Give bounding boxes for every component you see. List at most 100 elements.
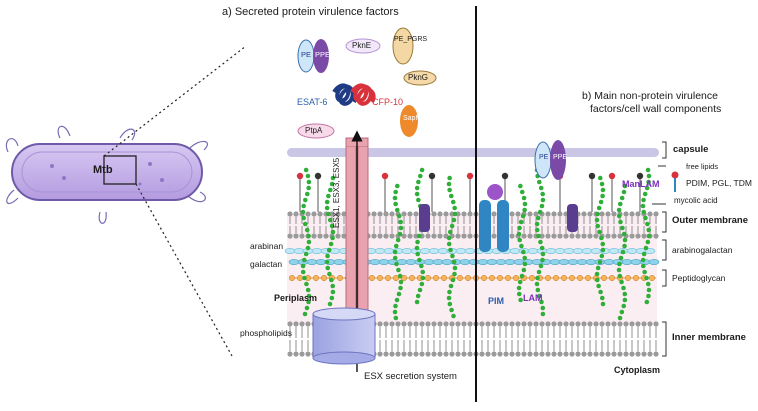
lipid-head xyxy=(575,233,581,239)
arabinogalactan-label: arabinogalactan xyxy=(672,245,733,255)
lipid-head xyxy=(587,211,593,217)
peptidoglycan-unit xyxy=(424,274,432,282)
lipid-head xyxy=(449,321,455,327)
sugar-unit xyxy=(329,223,335,229)
sugar-unit xyxy=(447,187,452,193)
lipid-head xyxy=(389,211,395,217)
sugar-unit xyxy=(330,283,336,289)
lipid-head xyxy=(575,321,581,327)
lipid-head xyxy=(287,351,293,357)
galactan-unit xyxy=(468,259,480,265)
lipid-head xyxy=(629,211,635,217)
arabinan-unit xyxy=(374,248,386,254)
lipid-head xyxy=(497,351,503,357)
sugar-unit xyxy=(451,313,456,319)
arabinan-unit xyxy=(563,248,575,254)
galactan-unit xyxy=(648,259,660,265)
peptidoglycan-unit xyxy=(632,274,640,282)
arabinan-unit xyxy=(608,248,620,254)
lipid-head xyxy=(503,321,509,327)
lipid-head xyxy=(599,211,605,217)
sugar-unit xyxy=(641,209,647,215)
arabinan-unit xyxy=(419,248,431,254)
sugar-unit xyxy=(521,195,527,201)
sugar-unit xyxy=(448,193,454,199)
lipid-head xyxy=(479,321,485,327)
sugar-unit xyxy=(619,279,624,285)
sugar-unit xyxy=(594,271,600,277)
lipid-head xyxy=(593,233,599,239)
sugar-unit xyxy=(392,249,398,255)
peptidoglycan-unit xyxy=(648,274,656,282)
sugar-unit xyxy=(519,243,524,249)
sugar-unit xyxy=(396,291,402,297)
sugar-unit xyxy=(598,199,604,205)
sugar-unit xyxy=(447,175,452,181)
lipid-head xyxy=(569,321,575,327)
lipid-head xyxy=(635,321,641,327)
peptidoglycan-unit xyxy=(376,274,384,282)
lipid-head xyxy=(653,321,659,327)
sugar-unit xyxy=(536,269,542,275)
lipid-head xyxy=(545,351,551,357)
lipid-head xyxy=(605,351,611,357)
sugar-unit xyxy=(522,207,527,213)
capsule-label: capsule xyxy=(673,144,709,155)
om-protein xyxy=(419,204,430,232)
lipid-head xyxy=(311,233,317,239)
sugar-unit xyxy=(301,215,306,221)
lipid-head xyxy=(611,233,617,239)
lipid-head xyxy=(311,211,317,217)
pe-pgrs-label: PE_PGRS xyxy=(394,36,428,43)
lipid-head xyxy=(599,321,605,327)
sugar-unit xyxy=(518,297,523,303)
lipid-head xyxy=(581,351,587,357)
sugar-unit xyxy=(646,179,651,185)
cytoplasm-label: Cytoplasm xyxy=(614,365,661,375)
sugar-unit xyxy=(327,271,332,277)
lipid-head xyxy=(593,351,599,357)
sugar-unit xyxy=(595,223,601,229)
galactan-unit xyxy=(477,259,489,265)
lipid-head xyxy=(569,233,575,239)
lipid-head xyxy=(287,211,293,217)
lipid-head xyxy=(383,321,389,327)
sugar-unit xyxy=(301,257,307,263)
lipid-head xyxy=(293,351,299,357)
peptidoglycan-unit xyxy=(288,274,296,282)
sugar-unit xyxy=(396,213,402,219)
peptidoglycan-unit xyxy=(408,274,416,282)
sugar-unit xyxy=(414,191,420,197)
sugar-unit xyxy=(304,227,310,233)
lipid-head xyxy=(407,233,413,239)
sugar-unit xyxy=(325,253,330,259)
galactan-unit xyxy=(378,259,390,265)
sugar-unit xyxy=(540,257,545,263)
sugar-unit xyxy=(450,277,456,283)
lipid-head xyxy=(287,321,293,327)
lipid-head xyxy=(629,321,635,327)
sugar-unit xyxy=(594,277,600,283)
sugar-unit xyxy=(540,191,545,197)
lipid-head xyxy=(467,321,473,327)
sugar-unit xyxy=(640,203,646,209)
sugar-unit xyxy=(595,265,601,271)
sugar-unit xyxy=(618,219,623,225)
phospholipids-label: phospholipids xyxy=(240,328,292,338)
lipid-head xyxy=(557,351,563,357)
sugar-unit xyxy=(516,285,522,291)
lipid-head xyxy=(551,211,557,217)
lipid-head xyxy=(425,351,431,357)
arabinan-unit xyxy=(401,248,413,254)
sugar-unit xyxy=(539,245,545,251)
lipid-head xyxy=(551,321,557,327)
arabinan-unit xyxy=(509,248,521,254)
peptidoglycan-unit xyxy=(560,274,568,282)
galactan-unit xyxy=(513,259,525,265)
arabinan-unit xyxy=(572,248,584,254)
sugar-unit xyxy=(393,201,398,207)
lipid-legend-icon xyxy=(671,171,679,192)
lipid-head xyxy=(563,351,569,357)
lipid-head xyxy=(371,233,377,239)
